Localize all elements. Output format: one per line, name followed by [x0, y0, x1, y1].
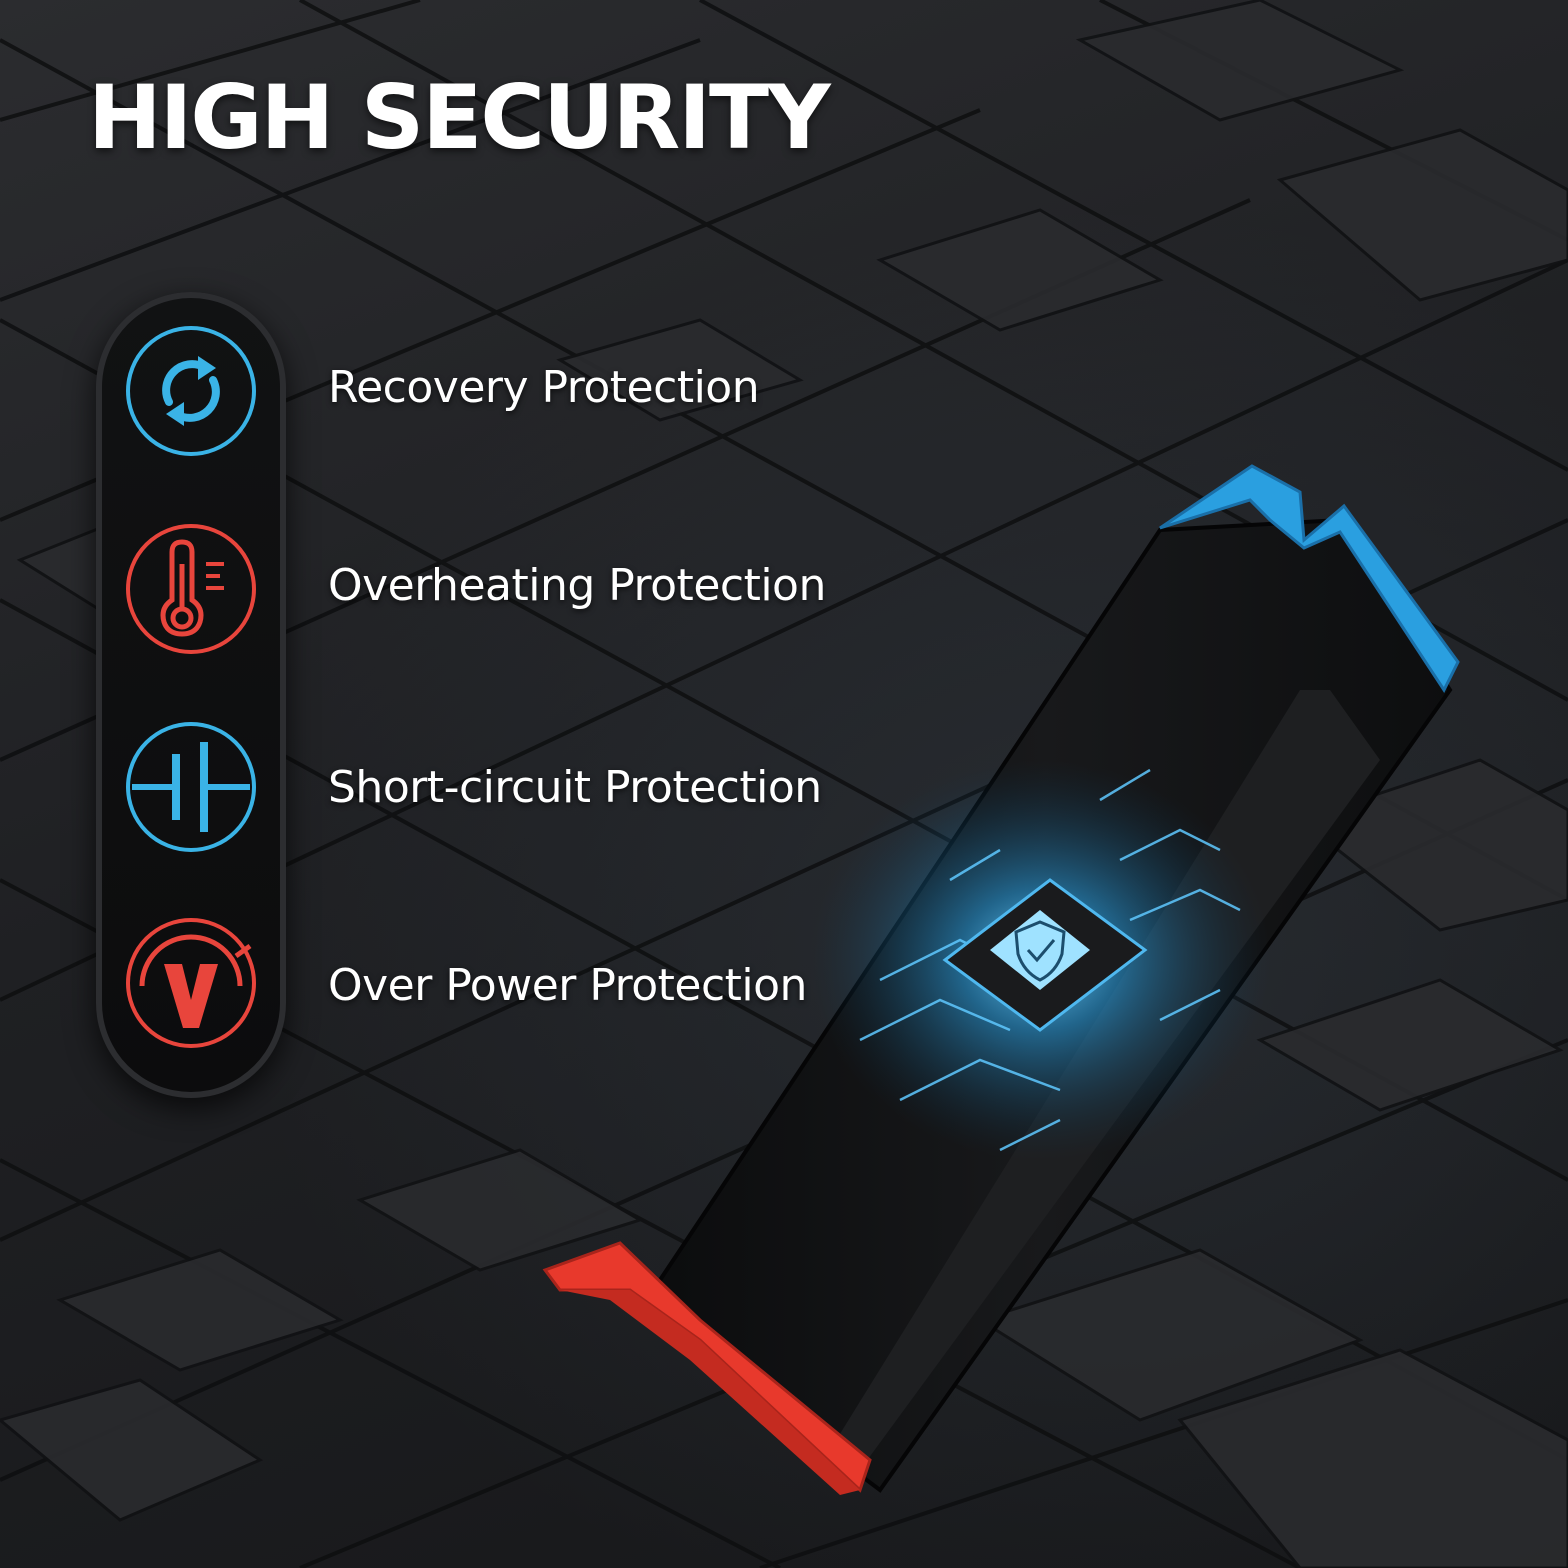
feature-label-short-circuit: Short-circuit Protection: [328, 762, 822, 813]
power-bank-product: [542, 464, 1460, 1495]
capacitor-icon: [124, 720, 258, 854]
features-icon-panel: [96, 292, 286, 1098]
shield-check-chip-icon: [1014, 920, 1066, 982]
recovery-cycle-icon: [124, 324, 258, 458]
feature-label-recovery: Recovery Protection: [328, 362, 760, 413]
feature-label-over-power: Over Power Protection: [328, 960, 807, 1011]
page-title: HIGH SECURITY: [88, 66, 831, 169]
thermometer-icon: [124, 522, 258, 656]
voltage-gauge-icon: [124, 916, 258, 1050]
feature-label-overheating: Overheating Protection: [328, 560, 826, 611]
